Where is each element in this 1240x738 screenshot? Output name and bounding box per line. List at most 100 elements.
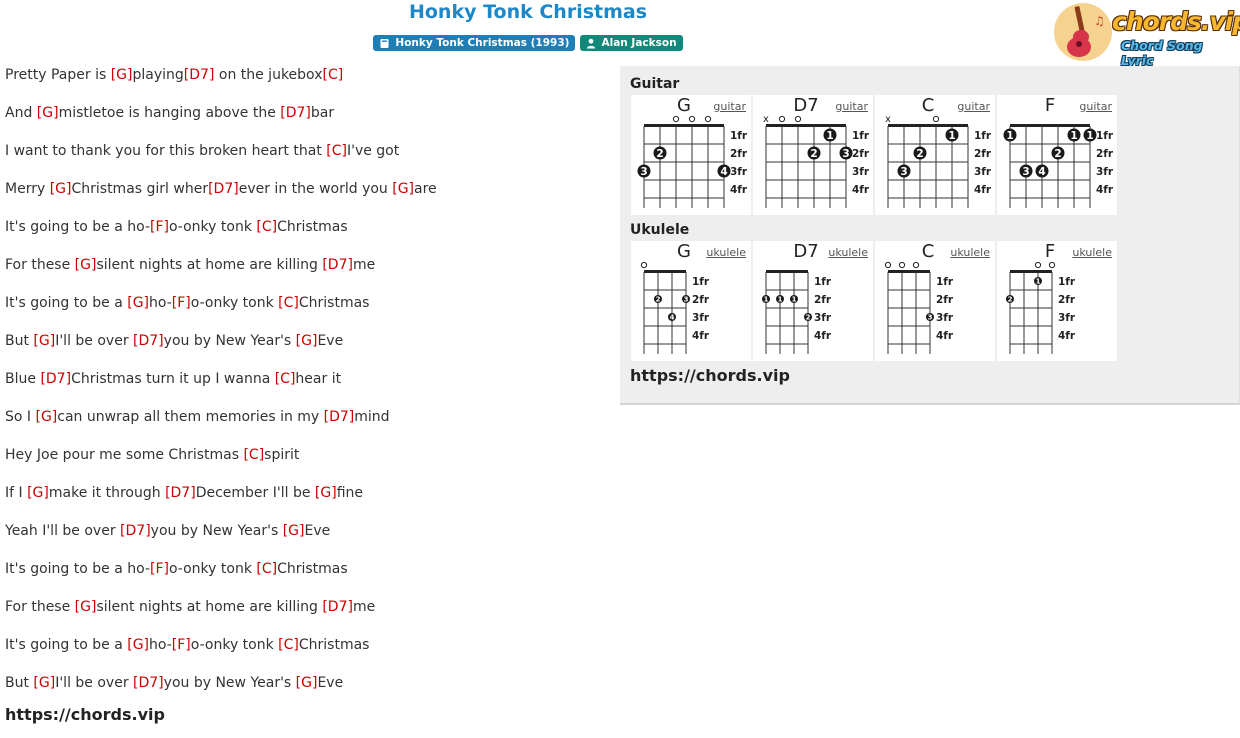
lyric-text: Yeah I'll be over [5,523,121,539]
ukulele-chord-link[interactable]: ukulele [1072,246,1112,259]
chord-link[interactable]: [G] [33,675,56,691]
chord-link[interactable]: [D7] [280,105,311,121]
chord-link[interactable]: [F] [150,561,169,577]
chord-link[interactable]: [D7] [133,675,164,691]
chord-link[interactable]: [G] [295,675,318,691]
ukulele-chord-link[interactable]: ukulele [706,246,746,259]
song-title[interactable]: Honky Tonk Christmas [408,1,648,23]
song-meta-badges: Honky Tonk Christmas (1993) Alan Jackson [0,35,1056,51]
lyrics-site-link[interactable]: https://chords.vip [5,705,165,724]
chord-link[interactable]: [G] [27,485,49,501]
chord-link[interactable]: [D7] [322,599,353,615]
chord-link[interactable]: [C] [278,295,299,311]
svg-text:3: 3 [842,148,849,160]
lyric-line: But [G]I'll be over [D7]you by New Year'… [5,332,437,370]
chord-link[interactable]: [C] [256,219,278,235]
fret-label: 4fr [1058,330,1076,342]
chord-link[interactable]: [D7] [165,485,196,501]
chord-link[interactable]: [F] [150,219,169,235]
guitar-chord-link[interactable]: guitar [713,100,746,113]
guitar-chord-link[interactable]: guitar [957,100,990,113]
open-string-marker [932,115,940,123]
ukulele-chord-link[interactable]: ukulele [828,246,868,259]
chord-link[interactable]: [C] [278,637,299,653]
chord-link[interactable]: [G] [74,599,97,615]
album-badge[interactable]: Honky Tonk Christmas (1993) [373,35,576,51]
lyric-text: playing [132,67,184,83]
chord-name: D7 [793,241,819,262]
fret-label: 2fr [730,148,748,160]
chord-link[interactable]: [G] [110,67,133,83]
chord-link[interactable]: [F] [171,637,191,653]
ukulele-chord-link[interactable]: ukulele [950,246,990,259]
chord-link[interactable]: [D7] [323,409,355,425]
chord-link[interactable]: [G] [35,409,58,425]
chord-name: G [677,241,691,262]
chord-link[interactable]: [C] [326,143,347,159]
chord-link[interactable]: [C] [256,561,278,577]
lyric-text: hear it [295,371,342,387]
panel-site-link[interactable]: https://chords.vip [630,366,790,385]
finger-dot: 1 [945,128,959,142]
chord-link[interactable]: [G] [127,295,150,311]
chord-link[interactable]: [D7] [133,333,164,349]
lyric-line: For these [G]silent nights at home are k… [5,598,437,636]
chord-link[interactable]: [C] [274,371,296,387]
chord-link[interactable]: [D7] [208,181,239,197]
chord-name: C [921,95,935,116]
chord-link[interactable]: [G] [74,257,97,273]
chord-link[interactable]: [G] [36,105,59,121]
fret-label: 1fr [692,276,710,288]
chord-link[interactable]: [G] [127,637,150,653]
chord-link[interactable]: [G] [282,523,305,539]
svg-text:2: 2 [806,314,811,322]
lyric-line: Merry [G]Christmas girl wher[D7]ever in … [5,180,437,218]
lyric-text: are [414,181,437,197]
chord-link[interactable]: [D7] [183,67,215,83]
open-string-marker [898,261,906,269]
muted-string-marker: x [763,114,769,125]
chord-name: D7 [793,95,819,116]
lyric-text: For these [5,257,75,273]
chord-link[interactable]: [G] [392,181,415,197]
chord-link[interactable]: [F] [171,295,191,311]
chord-link[interactable]: [G] [49,181,72,197]
lyric-text: It's going to be a ho- [5,219,150,235]
svg-text:4: 4 [720,166,727,178]
svg-text:1: 1 [1070,130,1077,142]
guitar-chord-link[interactable]: guitar [1079,100,1112,113]
open-string-marker [704,115,712,123]
chord-link[interactable]: [D7] [40,371,72,387]
finger-dot: 2 [654,295,662,304]
lyric-text: on the jukebox [214,67,323,83]
chord-link[interactable]: [G] [295,333,318,349]
lyric-text: Blue [5,371,41,387]
open-string-marker [1034,261,1042,269]
chord-link[interactable]: [D7] [120,523,151,539]
chord-link[interactable]: [C] [322,67,344,83]
site-logo[interactable]: ♫ chords.vip Chord Song Lyric [1054,3,1240,68]
chord-name: F [1044,241,1056,262]
artist-badge[interactable]: Alan Jackson [580,35,683,51]
chord-link[interactable]: [D7] [322,257,353,273]
lyric-text: make it through [48,485,166,501]
finger-dot: 1 [1083,128,1097,142]
chord-link[interactable]: [G] [33,333,56,349]
chord-link[interactable]: [C] [243,447,265,463]
chord-link[interactable]: [G] [314,485,337,501]
user-icon [587,38,596,48]
lyric-text: o-onky tonk [168,561,257,577]
finger-dot: 1 [1067,128,1081,142]
guitar-chord-link[interactable]: guitar [835,100,868,113]
